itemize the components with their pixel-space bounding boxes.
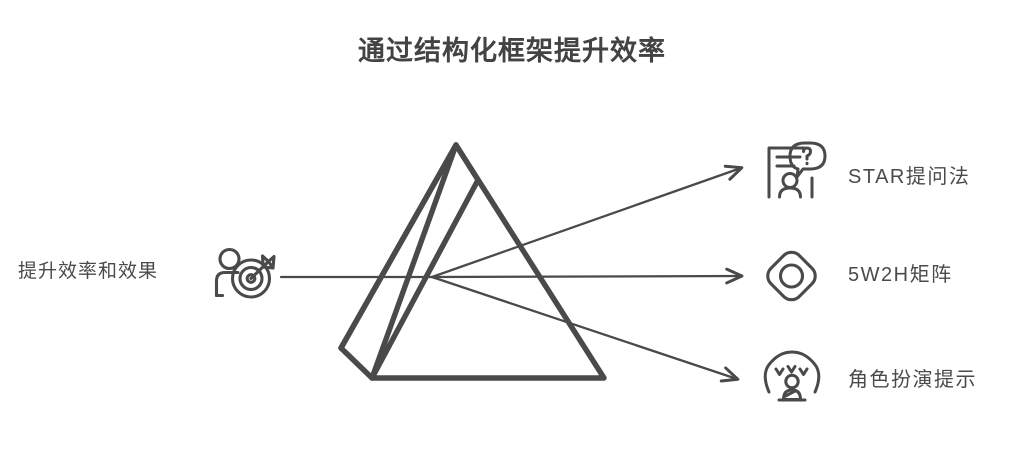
arrow-to-5w2h-matrix: [430, 267, 744, 285]
diamond-circle-icon: [766, 250, 817, 302]
arrow-to-role-play: [430, 275, 740, 383]
arrow-to-star-method: [430, 164, 744, 279]
branch-label-star: STAR提问法: [848, 166, 971, 188]
branch-label-roleplay: 角色扮演提示: [848, 369, 977, 391]
source-label: 提升效率和效果: [18, 261, 159, 282]
person-target-icon: [214, 247, 276, 299]
person-arc-icon: [763, 350, 821, 402]
page-title: 通过结构化框架提升效率: [358, 36, 666, 66]
prism-icon: [338, 142, 607, 381]
person-question-board-icon: [767, 141, 827, 199]
branch-label-5w2h: 5W2H矩阵: [848, 264, 953, 286]
